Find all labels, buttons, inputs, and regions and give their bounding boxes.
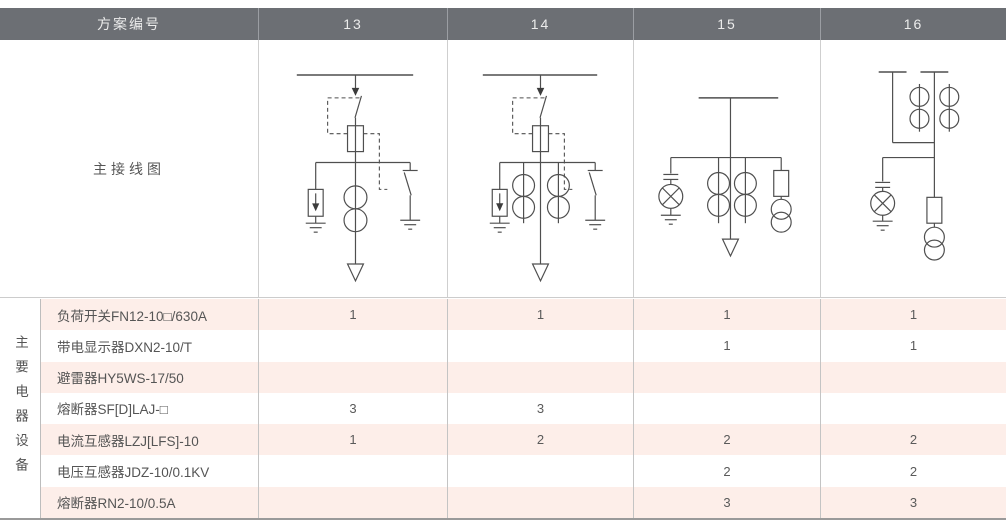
table-row: 熔断器RN2-10/0.5A 3 3 bbox=[41, 486, 1006, 518]
count-cell: 1 bbox=[258, 424, 447, 456]
count-cell: 1 bbox=[820, 299, 1006, 331]
header-scheme-13: 13 bbox=[258, 8, 447, 40]
equipment-name: 带电显示器DXN2-10/T bbox=[57, 339, 193, 355]
table-row: 避雷器HY5WS-17/50 bbox=[41, 361, 1006, 393]
count-cell: 3 bbox=[447, 392, 633, 425]
header-scheme-16: 16 bbox=[820, 8, 1006, 40]
count-cell: 3 bbox=[258, 392, 447, 425]
count-cell bbox=[447, 455, 633, 487]
equipment-name: 负荷开关FN12-10□/630A bbox=[57, 308, 207, 324]
count-cell: 2 bbox=[820, 424, 1006, 456]
header-scheme-14: 14 bbox=[447, 8, 633, 40]
equipment-name: 熔断器RN2-10/0.5A bbox=[57, 496, 176, 512]
count-cell: 1 bbox=[447, 299, 633, 331]
count-cell bbox=[820, 392, 1006, 425]
equipment-name: 电流互感器LZJ[LFS]-10 bbox=[57, 433, 199, 449]
table-row: 带电显示器DXN2-10/T 1 1 bbox=[41, 330, 1006, 362]
main-wiring-diagram-row: 主接线图 bbox=[0, 40, 1006, 298]
equipment-group-cell: 主要电器设备 bbox=[0, 299, 41, 518]
wiring-diagram-15-cell bbox=[633, 40, 820, 297]
wiring-diagram-16-icon bbox=[870, 71, 960, 261]
header-scheme-number-label: 方案编号 bbox=[97, 16, 161, 32]
count-cell bbox=[258, 330, 447, 362]
count-cell: 2 bbox=[820, 455, 1006, 487]
count-cell: 1 bbox=[633, 330, 820, 362]
count-cell: 2 bbox=[447, 424, 633, 456]
count-cell bbox=[633, 392, 820, 425]
wiring-diagram-14-icon bbox=[482, 74, 606, 283]
count-cell bbox=[447, 361, 633, 393]
header-scheme-15: 15 bbox=[633, 8, 820, 40]
count-cell bbox=[633, 361, 820, 393]
table-row: 电流互感器LZJ[LFS]-10 1 2 2 2 bbox=[41, 424, 1006, 456]
wiring-diagram-13-icon bbox=[296, 74, 421, 283]
table-row: 熔断器SF[D]LAJ-□ 3 3 bbox=[41, 392, 1006, 425]
table-row: 电压互感器JDZ-10/0.1KV 2 2 bbox=[41, 455, 1006, 487]
main-wiring-diagram-label: 主接线图 bbox=[93, 160, 165, 177]
table-row: 负荷开关FN12-10□/630A 1 1 1 1 bbox=[41, 299, 1006, 331]
equipment-name: 避雷器HY5WS-17/50 bbox=[57, 371, 184, 387]
count-cell: 1 bbox=[633, 299, 820, 331]
count-cell bbox=[258, 361, 447, 393]
equipment-name: 熔断器SF[D]LAJ-□ bbox=[57, 402, 168, 418]
count-cell bbox=[258, 486, 447, 518]
count-cell: 3 bbox=[820, 486, 1006, 518]
equipment-group-label: 主要电器设备 bbox=[13, 335, 28, 482]
table-header-row: 方案编号 13 14 15 16 bbox=[0, 8, 1006, 40]
count-cell: 2 bbox=[633, 424, 820, 456]
count-cell: 1 bbox=[820, 330, 1006, 362]
equipment-table: 主要电器设备 负荷开关FN12-10□/630A 1 1 1 1 带电显示器DX… bbox=[0, 299, 1006, 520]
wiring-diagram-14-cell bbox=[447, 40, 633, 297]
wiring-diagram-16-cell bbox=[820, 40, 1006, 297]
wiring-diagram-13-cell bbox=[258, 40, 447, 297]
count-cell bbox=[820, 361, 1006, 393]
count-cell: 2 bbox=[633, 455, 820, 487]
count-cell bbox=[258, 455, 447, 487]
wiring-diagram-15-icon bbox=[658, 97, 792, 258]
equipment-name: 电压互感器JDZ-10/0.1KV bbox=[57, 465, 210, 481]
count-cell bbox=[447, 330, 633, 362]
equipment-rows: 负荷开关FN12-10□/630A 1 1 1 1 带电显示器DXN2-10/T… bbox=[41, 299, 1006, 518]
diagram-row-label-cell: 主接线图 bbox=[0, 40, 258, 297]
count-cell: 1 bbox=[258, 299, 447, 331]
count-cell bbox=[447, 486, 633, 518]
count-cell: 3 bbox=[633, 486, 820, 518]
